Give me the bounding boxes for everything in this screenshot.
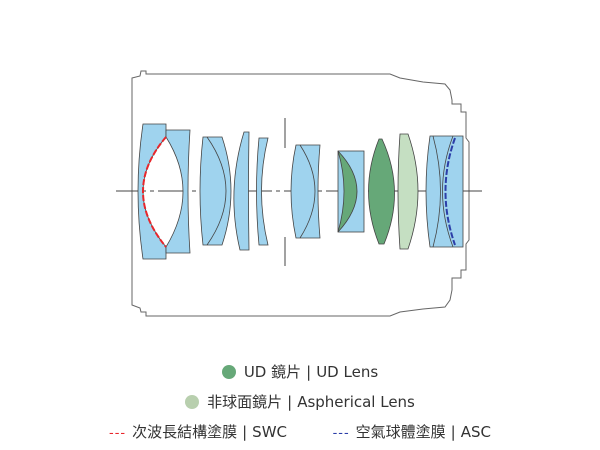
legend-swc-zh: 次波長結構塗膜 bbox=[132, 423, 238, 441]
separator: | bbox=[450, 423, 456, 441]
lens-elements bbox=[137, 123, 464, 260]
legend-ud: UD 鏡片|UD Lens bbox=[0, 361, 600, 382]
aspherical-lens bbox=[397, 133, 419, 250]
separator: | bbox=[306, 363, 312, 381]
legend-ud-en: UD Lens bbox=[316, 363, 379, 381]
legend-aspherical: 非球面鏡片|Aspherical Lens bbox=[0, 391, 600, 412]
ud-dot-icon bbox=[221, 365, 236, 379]
lens-barrel-outline bbox=[131, 70, 470, 317]
legend-aspherical-zh: 非球面鏡片 bbox=[207, 393, 283, 411]
lens-element-5 bbox=[256, 137, 269, 246]
lens-element-4 bbox=[233, 131, 250, 251]
legend-ud-zh: UD 鏡片 bbox=[243, 363, 302, 381]
lens-element-10 bbox=[425, 135, 464, 248]
separator: | bbox=[242, 423, 248, 441]
ud-lens-1 bbox=[337, 150, 358, 233]
legend-asc-zh: 空氣球體塗膜 bbox=[355, 423, 446, 441]
legend-asc-en: ASC bbox=[460, 423, 491, 441]
legend-swc-en: SWC bbox=[252, 423, 287, 441]
legend-aspherical-en: Aspherical Lens bbox=[297, 393, 415, 411]
separator: | bbox=[287, 393, 293, 411]
lens-element-6 bbox=[290, 144, 321, 239]
ud-lens-2 bbox=[368, 138, 395, 245]
swc-coating-line bbox=[142, 136, 167, 248]
lens-element-2 bbox=[165, 129, 191, 254]
asc-coating-line bbox=[444, 137, 456, 246]
aspherical-dot-icon bbox=[185, 395, 200, 409]
swc-dash-icon: --- bbox=[109, 426, 127, 441]
lens-element-3 bbox=[199, 136, 232, 246]
asc-dash-icon: --- bbox=[332, 426, 350, 441]
legend-coatings: ---次波長結構塗膜|SWC ---空氣球體塗膜|ASC bbox=[0, 421, 600, 442]
